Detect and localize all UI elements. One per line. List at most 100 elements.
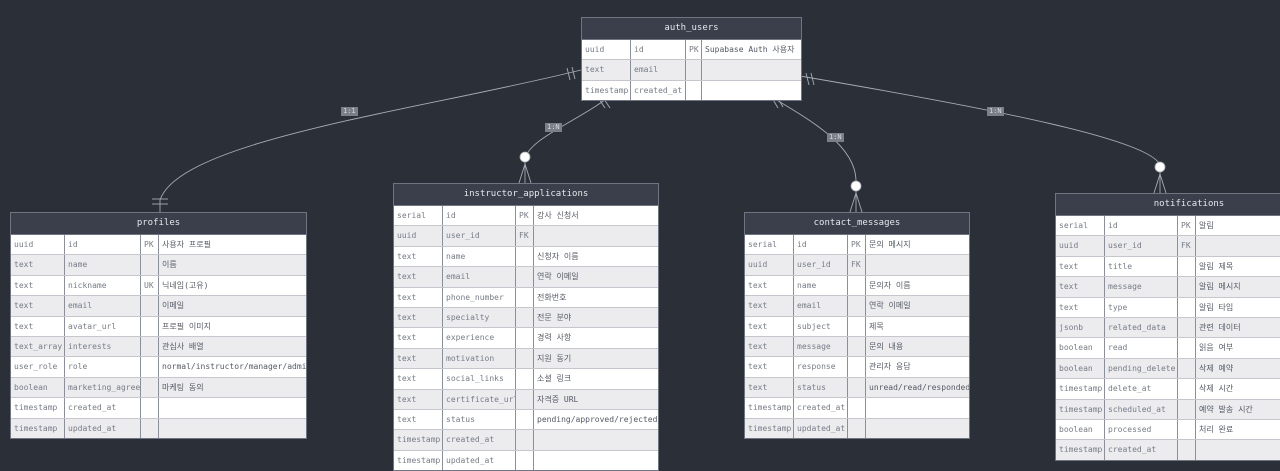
edge-auth-users-instructor-applications (524, 95, 611, 183)
column-key (1178, 440, 1196, 460)
column-name: email (631, 60, 686, 80)
column-name: id (794, 235, 848, 255)
column-name: email (794, 296, 848, 316)
column-name: user_id (1105, 236, 1178, 256)
column-comment: 연락 이메일 (869, 301, 911, 311)
column-name: email (443, 267, 516, 287)
column-type: text (745, 336, 794, 357)
column-type: text (11, 316, 65, 336)
column-comment: 알림 타입 (1199, 302, 1234, 312)
column-type: boolean (11, 377, 65, 398)
column-key (141, 316, 159, 336)
column-name: motivation (443, 348, 516, 369)
column-key (516, 369, 534, 389)
column-type: timestamp (745, 418, 794, 438)
column-key: PK (686, 40, 702, 60)
edge-auth-users-notifications (799, 75, 1161, 193)
column-type: text (1056, 297, 1105, 317)
column-key (686, 60, 702, 80)
column-comment (702, 81, 801, 100)
column-key (848, 316, 866, 336)
column-name: marketing_agree (65, 377, 141, 398)
column-type: serial (1056, 216, 1105, 236)
column-key (1178, 419, 1196, 440)
column-type: text (11, 296, 65, 316)
column-comment: Supabase Auth 사용자 (705, 45, 795, 54)
relationship-label: 1:N (545, 123, 562, 132)
zero-marker-contact (850, 180, 862, 192)
column-comment: 자격증 URL (537, 394, 579, 404)
column-type: text_array (11, 336, 65, 357)
column-name: message (1105, 277, 1178, 297)
entity-title: notifications (1056, 194, 1280, 216)
column-name: id (65, 235, 141, 255)
relationship-label: 1:N (827, 133, 844, 142)
column-type: uuid (11, 235, 65, 255)
column-type: uuid (1056, 236, 1105, 256)
column-key: FK (848, 255, 866, 275)
column-type: text (745, 357, 794, 377)
edge-auth-users-contact-messages (769, 95, 857, 212)
column-key: PK (141, 235, 159, 255)
zero-marker-instructor (519, 151, 531, 163)
column-type: text (394, 246, 443, 267)
column-key (1178, 338, 1196, 358)
column-comment: pending/approved/rejected (537, 414, 658, 424)
column-key (516, 328, 534, 348)
column-comment: 마케팅 동의 (162, 382, 204, 392)
column-name: type (1105, 297, 1178, 317)
column-key (141, 377, 159, 398)
column-comment: 예약 발송 시간 (1199, 404, 1253, 414)
column-type: text (745, 377, 794, 398)
column-type: timestamp (745, 398, 794, 418)
column-comment: 이름 (162, 260, 177, 270)
column-comment: 연락 이메일 (537, 272, 579, 282)
column-key (141, 418, 159, 438)
column-type: text (394, 389, 443, 409)
column-type: timestamp (582, 80, 631, 101)
column-name: name (443, 246, 516, 267)
column-key (516, 246, 534, 267)
column-name: message (794, 336, 848, 357)
zero-marker-notifications (1154, 161, 1166, 173)
column-type: text (745, 316, 794, 336)
column-comment: 지원 동기 (537, 353, 572, 363)
column-name: scheduled_at (1105, 399, 1178, 419)
column-type: text (1056, 256, 1105, 277)
column-comment (534, 451, 658, 470)
column-key (848, 296, 866, 316)
column-key (1178, 297, 1196, 317)
column-name: subject (794, 316, 848, 336)
column-comment: 전화번호 (537, 292, 567, 302)
column-key (516, 307, 534, 328)
column-name: pending_delete (1105, 358, 1178, 379)
column-comment: 알림 (1199, 221, 1214, 230)
column-key (1178, 379, 1196, 399)
column-comment: 삭제 예약 (1199, 363, 1234, 373)
column-comment: 알림 제목 (1199, 261, 1234, 271)
column-type: user_role (11, 357, 65, 377)
column-name: nickname (65, 275, 141, 296)
column-name: status (794, 377, 848, 398)
